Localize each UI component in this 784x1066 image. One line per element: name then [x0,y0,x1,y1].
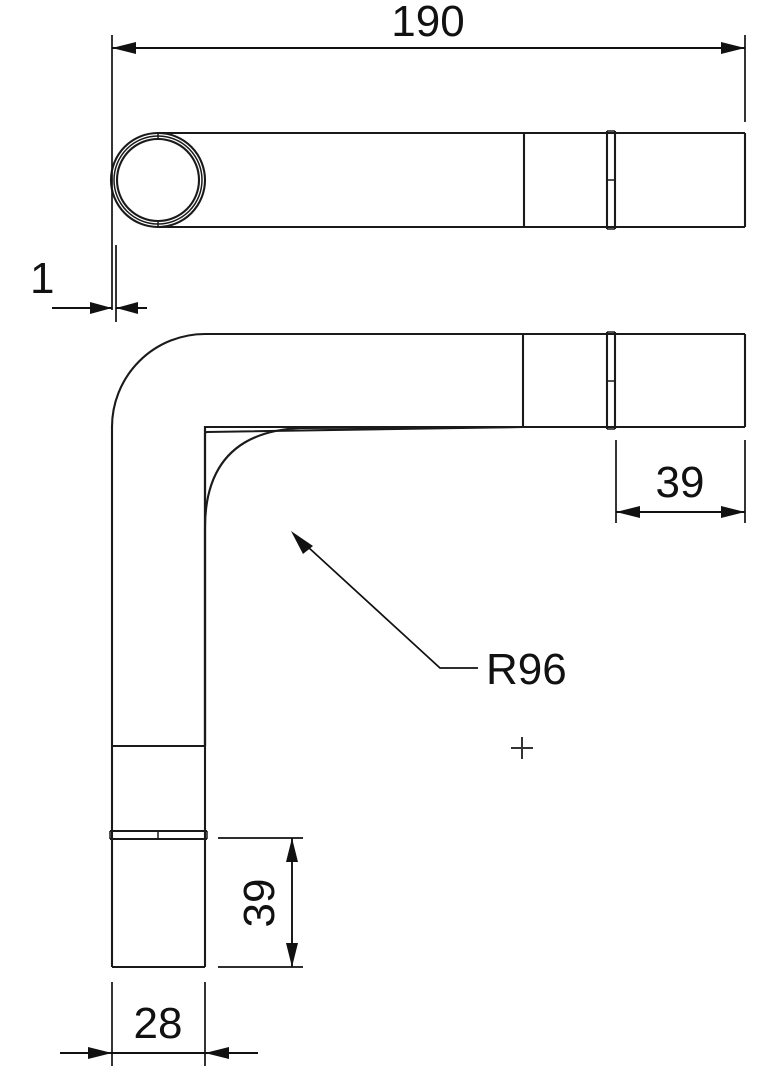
dimension-190: 190 [111,0,746,310]
arrow-1-right [116,302,138,314]
dim-label-39-horizontal: 39 [656,458,705,507]
arrow-28-right [205,1047,229,1059]
arrow-39h-left [616,506,640,518]
dimension-1: 1 [30,245,147,322]
arrow-190-left [112,42,136,54]
leader-line-r96 [295,535,478,669]
arrow-r96 [291,531,313,554]
dimension-28: 28 [60,982,258,1066]
dimension-39-horizontal: 39 [615,440,746,523]
dim-label-1: 1 [30,254,54,303]
arrow-39v-bottom [286,943,298,967]
arrow-39v-top [286,838,298,862]
bend-inner-wall [203,425,524,746]
dim-label-28: 28 [134,999,183,1048]
bend-outer-arc [110,332,523,746]
center-mark [511,737,533,759]
arrow-190-right [721,42,745,54]
bend-inner-profile [203,425,523,746]
dim-label-190: 190 [391,0,464,46]
dimension-r96: R96 [291,531,567,694]
dimension-39-vertical: 39 [218,837,303,968]
arrow-1-left [90,302,112,314]
pipe-end-middle-circle [113,135,203,225]
bend-inner-arc [203,425,523,746]
pipe-bend-view [109,331,747,969]
dim-label-39-vertical: 39 [235,879,284,928]
arrow-28-left [88,1047,112,1059]
pipe-end-outer-circle [109,131,207,229]
dim-label-r96: R96 [486,645,567,694]
straight-pipe-view [109,130,747,230]
arrow-39h-right [721,506,745,518]
bend-inner-arc-true [203,425,524,746]
pipe-end-inner-circle [115,137,201,223]
